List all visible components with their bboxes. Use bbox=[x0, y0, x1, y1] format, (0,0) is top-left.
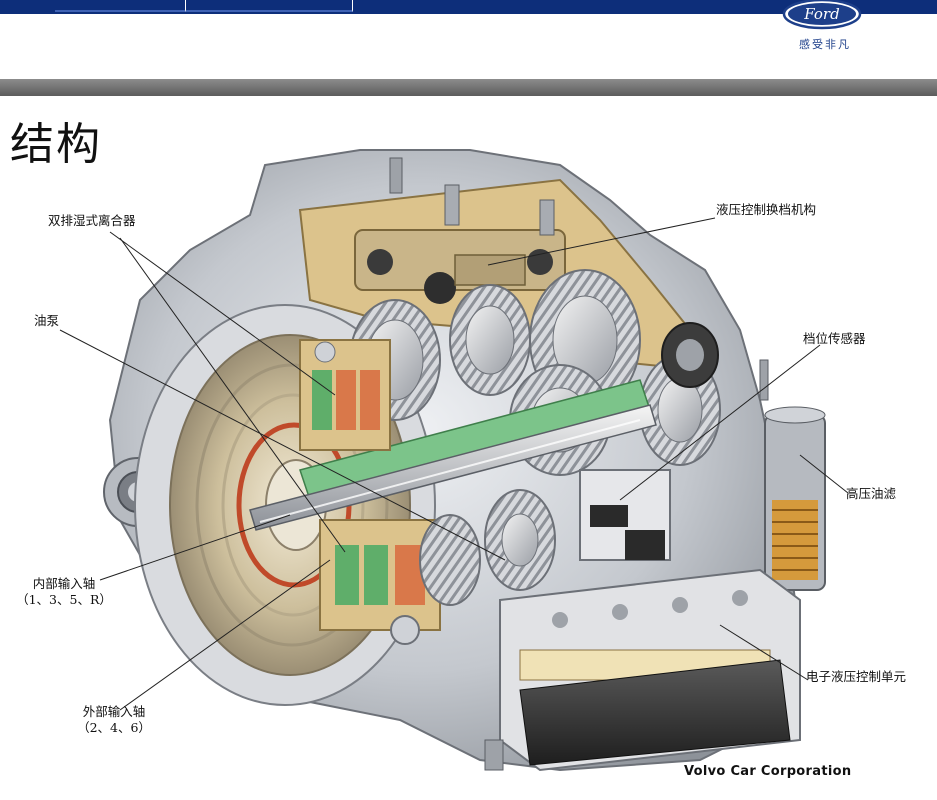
header-bar bbox=[0, 0, 937, 14]
oil-filter bbox=[759, 359, 826, 591]
header-cell bbox=[55, 0, 186, 12]
label-outer-input-shaft-name: 外部输入轴 bbox=[82, 704, 146, 719]
label-dual-wet-clutch: 双排湿式离合器 bbox=[48, 213, 136, 228]
label-inner-input-shaft: 内部输入轴 （1、3、5、R） bbox=[14, 576, 114, 608]
page-title: 结构 bbox=[10, 119, 102, 170]
section-divider bbox=[0, 79, 937, 96]
label-outer-input-shaft: 外部输入轴 （2、4、6） bbox=[64, 704, 164, 736]
label-inner-input-shaft-name: 内部输入轴 bbox=[32, 576, 96, 591]
leader-lines bbox=[59, 217, 849, 711]
control-unit bbox=[499, 568, 801, 772]
label-electro-hydraulic-unit: 电子液压控制单元 bbox=[806, 669, 907, 684]
brand-slogan: 感受非凡 bbox=[799, 38, 851, 51]
label-high-pressure-filter: 高压油滤 bbox=[846, 486, 897, 501]
clutch-pack-upper bbox=[299, 339, 391, 451]
label-gear-position-sensor: 档位传感器 bbox=[803, 331, 866, 346]
label-inner-input-shaft-gears: （1、3、5、R） bbox=[16, 592, 112, 607]
header-cell bbox=[186, 0, 353, 12]
footer-credit: Volvo Car Corporation bbox=[684, 764, 852, 779]
ford-logo-text: Ford bbox=[803, 5, 839, 23]
label-outer-input-shaft-gears: （2、4、6） bbox=[77, 720, 151, 735]
label-hydraulic-shift-mechanism: 液压控制换档机构 bbox=[716, 202, 817, 217]
ford-logo: Ford bbox=[782, 0, 862, 30]
label-oil-pump: 油泵 bbox=[34, 313, 60, 328]
main-shaft bbox=[249, 404, 657, 531]
clutch-pack-lower bbox=[319, 519, 441, 645]
